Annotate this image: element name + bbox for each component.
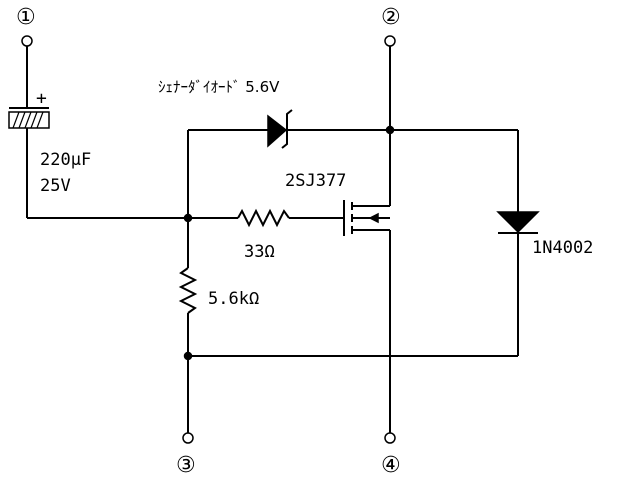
terminal-2-label: ②: [381, 5, 401, 30]
terminal-2: [384, 35, 396, 47]
capacitor-voltage-label: 25V: [40, 176, 71, 196]
mosfet-symbol: [343, 200, 390, 236]
terminal-4-label: ④: [381, 453, 401, 478]
gate-resistor-label: 33Ω: [244, 242, 275, 262]
junction-bottom-rail: [183, 351, 193, 361]
zener-label: ｼｪﾅｰﾀﾞｲｵｰﾄﾞ 5.6V: [158, 78, 280, 96]
terminal-3: [182, 432, 194, 444]
gate-resistor-symbol: [237, 208, 290, 228]
terminal-4: [384, 432, 396, 444]
terminal-3-label: ③: [176, 453, 196, 478]
rectifier-diode-symbol: [496, 211, 540, 234]
diode-label: 1N4002: [532, 238, 593, 258]
terminal-1-label: ①: [16, 5, 36, 30]
terminal-1: [21, 35, 33, 47]
electrolytic-capacitor-symbol: [8, 107, 50, 129]
bias-resistor-label: 5.6kΩ: [208, 289, 259, 309]
capacitor-value-label: 220μF: [40, 150, 91, 170]
junction-top-rail: [385, 125, 395, 135]
bias-resistor-symbol: [178, 267, 198, 314]
mosfet-label: 2SJ377: [285, 171, 346, 191]
capacitor-polarity-label: +: [36, 88, 47, 109]
